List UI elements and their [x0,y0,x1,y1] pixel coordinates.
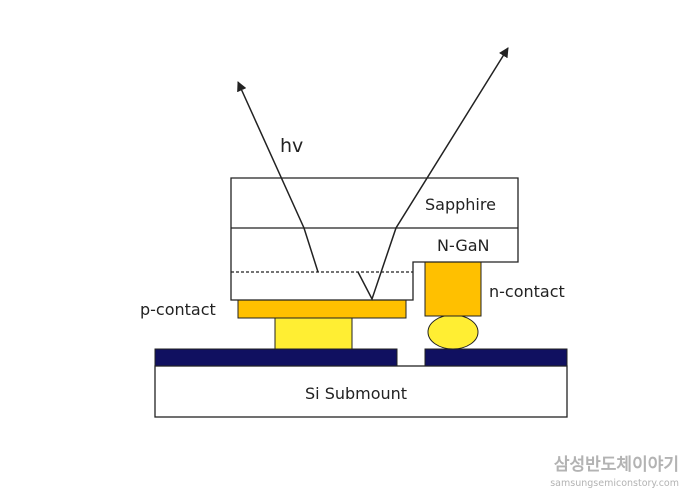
left-trace [154,348,398,367]
p-contact-label: p-contact [140,300,216,319]
watermark-brand: 삼성반도체이야기 [554,455,679,475]
p-bump [274,317,353,350]
n-bump [427,314,479,350]
chip-outline [230,177,519,301]
p-contact-layer [237,299,407,319]
watermark-url: samsungsemiconstory.com [550,478,679,489]
right-trace [424,348,568,367]
submount-label: Si Submount [305,384,407,403]
n-contact-block [424,261,482,317]
ngan-label: N-GaN [437,236,490,255]
n-contact-label: n-contact [489,282,565,301]
light-ray-right [357,47,509,301]
sapphire-label: Sapphire [425,195,496,214]
light-ray-left [237,81,319,273]
light-label: hv [280,135,303,157]
si-submount [154,365,568,418]
